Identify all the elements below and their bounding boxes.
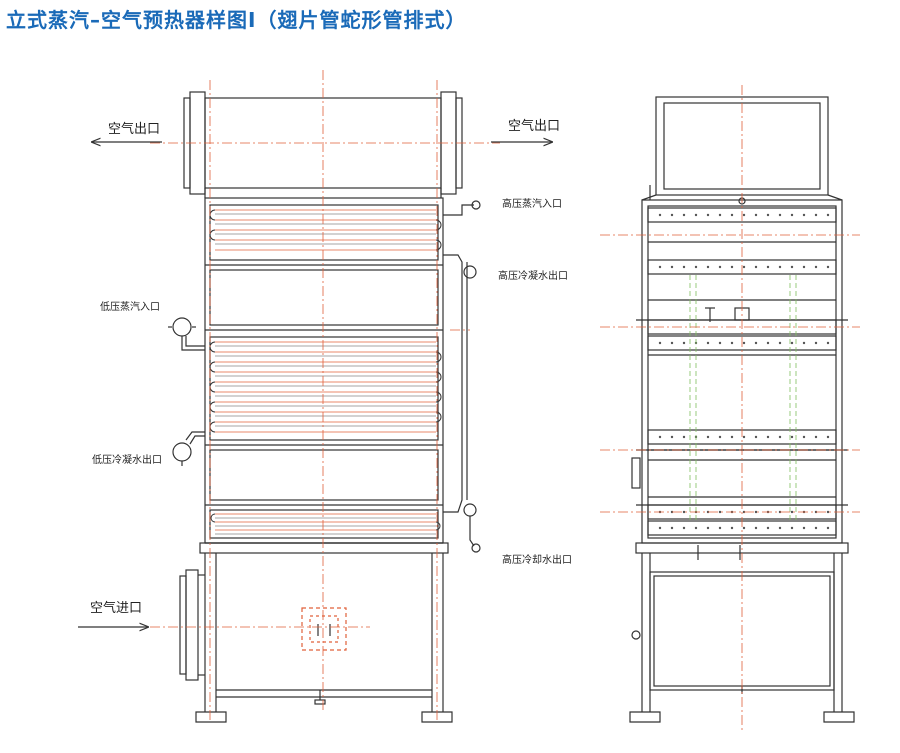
guide-lines-side	[689, 275, 797, 520]
label-lp-steam-in: 低压蒸汽入口	[100, 300, 160, 313]
label-hp-cooling-water-out: 高压冷却水出口	[502, 553, 572, 566]
flow-arrows	[78, 142, 552, 627]
label-air-out-right: 空气出口	[508, 118, 560, 134]
fin-dots-side	[658, 213, 830, 530]
label-hp-condensate-out: 高压冷凝水出口	[498, 269, 568, 282]
page-title: 立式蒸汽–空气预热器样图Ⅰ（翅片管蛇形管排式）	[6, 8, 467, 32]
centerlines-front	[150, 70, 500, 720]
piping-front	[168, 200, 481, 553]
tube-bundles-front	[209, 209, 442, 535]
front-view	[179, 91, 463, 723]
label-air-out-left: 空气出口	[108, 121, 160, 137]
label-air-in: 空气进口	[90, 600, 142, 616]
access-hatch	[301, 607, 347, 651]
bottom-inlet-duct	[179, 569, 205, 681]
centerlines-side	[600, 85, 860, 730]
labels: 空气出口 空气出口 空气进口 高压蒸汽入口 高压冷凝水出口 低压蒸汽入口 低压冷…	[90, 118, 572, 616]
label-hp-steam-in: 高压蒸汽入口	[502, 197, 562, 210]
label-lp-condensate-out: 低压冷凝水出口	[92, 453, 162, 466]
support-stand	[195, 542, 453, 723]
